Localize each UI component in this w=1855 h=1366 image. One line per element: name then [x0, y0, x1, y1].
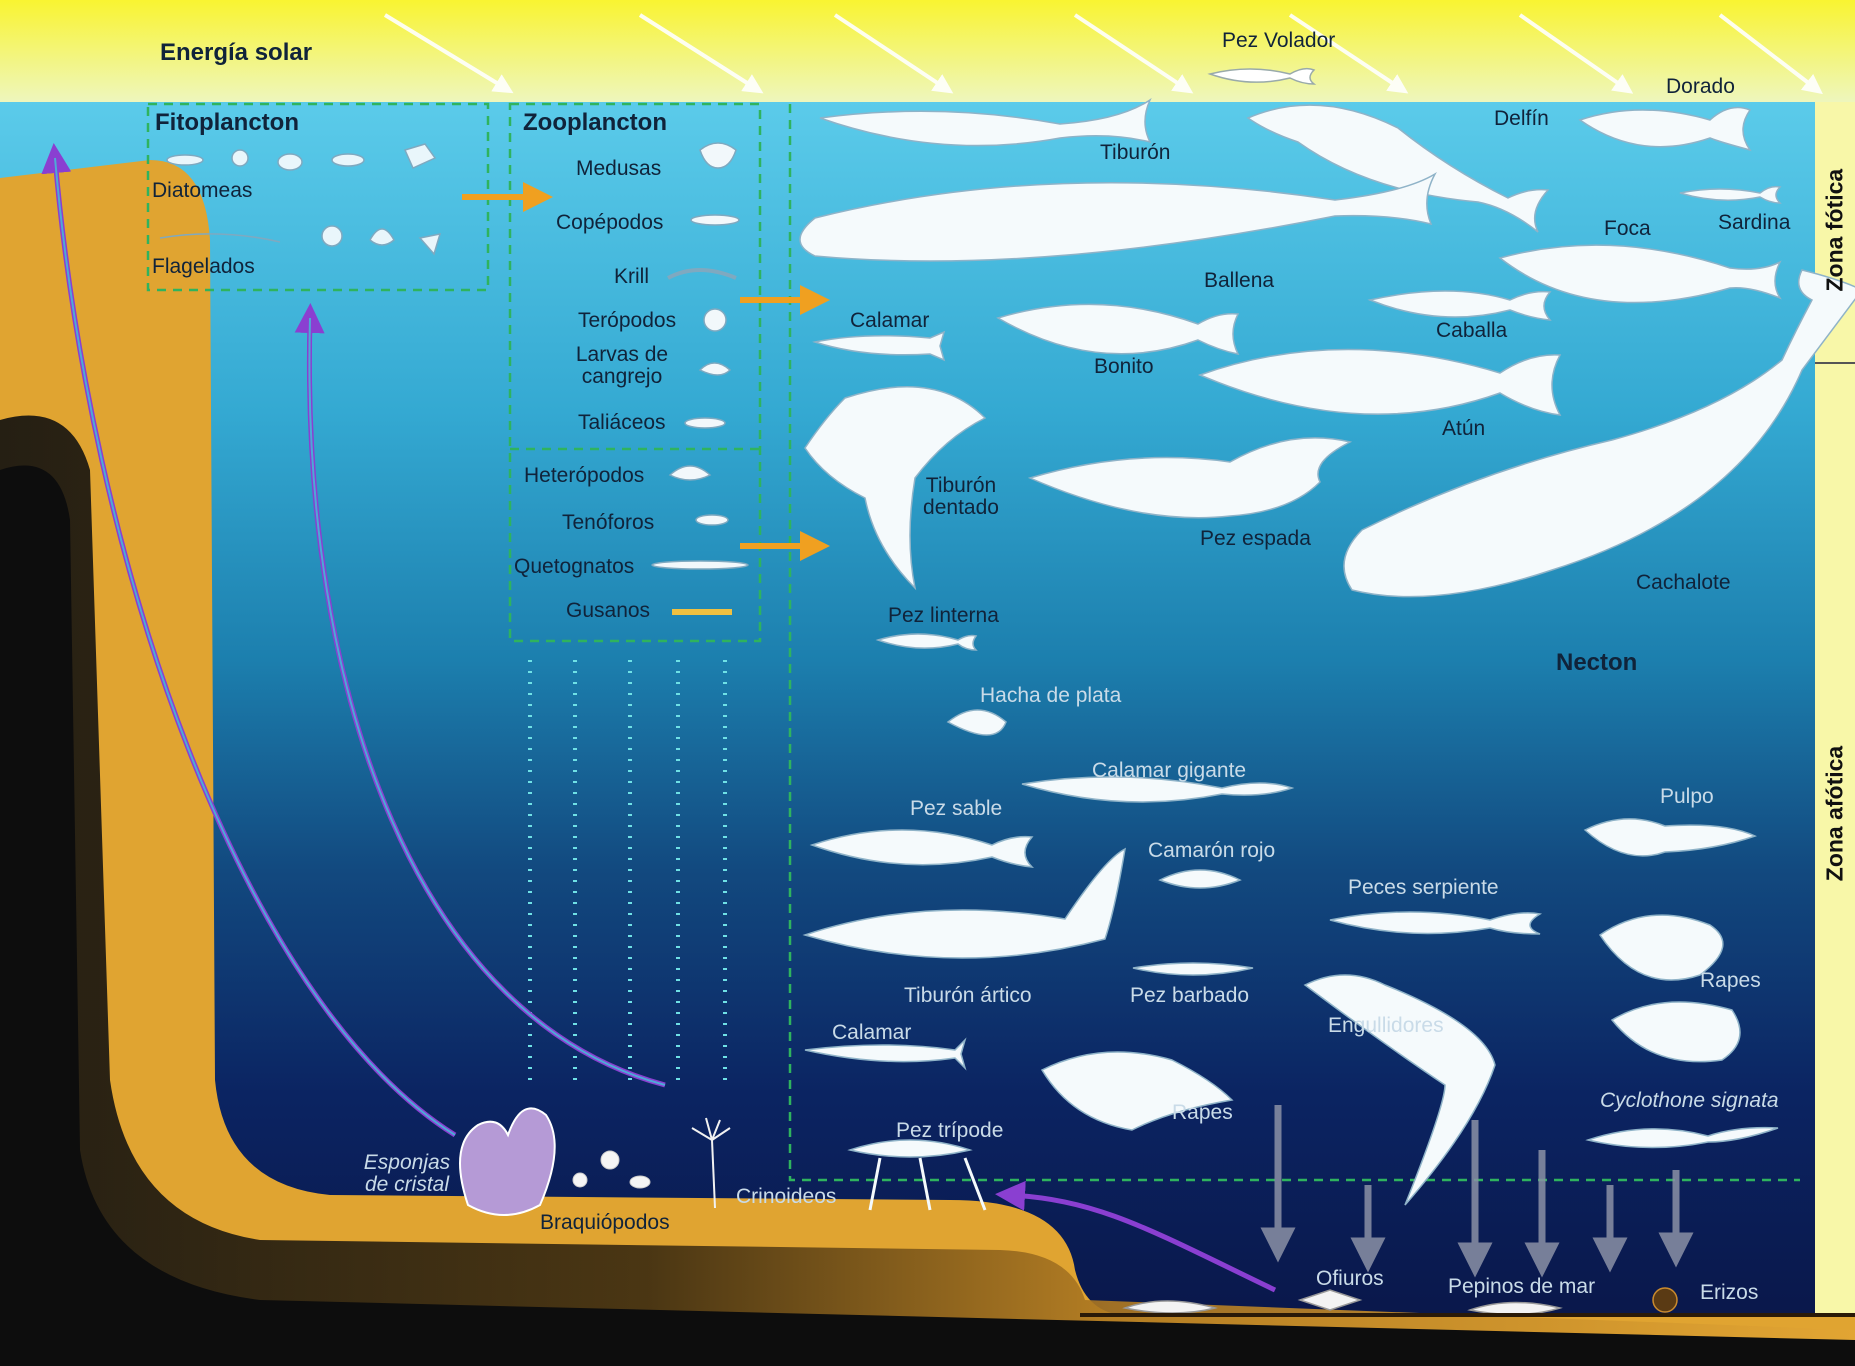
tripod-fish-label: Pez trípode — [896, 1120, 1003, 1142]
crab-larvae-label: Larvas de cangrejo — [566, 344, 678, 388]
pteropods-label: Terópodos — [578, 310, 676, 332]
dorado-label: Dorado — [1666, 76, 1735, 98]
dolphin-label: Delfín — [1494, 108, 1549, 130]
glass-sponges-label: Esponjas de cristal — [352, 1152, 462, 1196]
sperm-whale-label: Cachalote — [1636, 572, 1731, 594]
salps-label: Taliáceos — [578, 412, 666, 434]
shark-label: Tiburón — [1100, 142, 1170, 164]
hatchetfish-label: Hacha de plata — [980, 685, 1121, 707]
octopus-label: Pulpo — [1660, 786, 1714, 808]
nekton-title: Necton — [1556, 650, 1637, 675]
toothed-shark-label: Tiburón dentado — [916, 475, 1006, 519]
mackerel-label: Caballa — [1436, 320, 1507, 342]
tuna-label: Atún — [1442, 418, 1485, 440]
aphotic-zone-label: Zona afótica — [1822, 744, 1849, 884]
cyclothone-label: Cyclothone signata — [1600, 1090, 1779, 1112]
gulpers-label: Engullidores — [1328, 1015, 1444, 1037]
flying-fish-label: Pez Volador — [1222, 30, 1335, 52]
arctic-shark-label: Tiburón ártico — [904, 985, 1032, 1007]
sardine-label: Sardina — [1718, 212, 1790, 234]
seal-label: Foca — [1604, 218, 1651, 240]
squid-deep-label: Calamar — [832, 1022, 911, 1044]
barbeled-fish-label: Pez barbado — [1130, 985, 1249, 1007]
sablefish-label: Pez sable — [910, 798, 1002, 820]
solar-energy-label: Energía solar — [160, 40, 312, 65]
urchins-label: Erizos — [1700, 1282, 1758, 1304]
heteropods-label: Heterópodos — [524, 465, 644, 487]
photic-zone-label: Zona fótica — [1822, 172, 1849, 292]
snake-fish-label: Peces serpiente — [1348, 877, 1499, 899]
crinoids-label: Crinoideos — [736, 1186, 836, 1208]
sea-cucumbers-label: Pepinos de mar — [1448, 1276, 1595, 1298]
ctenophores-label: Tenóforos — [562, 512, 654, 534]
medusas-label: Medusas — [576, 158, 661, 180]
copepods-label: Copépodos — [556, 212, 663, 234]
zooplankton-title: Zooplancton — [523, 110, 667, 135]
giant-squid-label: Calamar gigante — [1092, 760, 1246, 782]
rapes-upper-label: Rapes — [1700, 970, 1761, 992]
worms-label: Gusanos — [566, 600, 650, 622]
phytoplankton-title: Fitoplancton — [155, 110, 299, 135]
lanternfish-label: Pez linterna — [888, 605, 999, 627]
swordfish-label: Pez espada — [1200, 528, 1311, 550]
diatoms-label: Diatomeas — [152, 180, 252, 202]
krill-label: Krill — [614, 266, 649, 288]
red-shrimp-label: Camarón rojo — [1148, 840, 1275, 862]
rapes-lower-label: Rapes — [1172, 1102, 1233, 1124]
brachiopods-label: Braquiópodos — [540, 1212, 670, 1234]
flagellates-label: Flagelados — [152, 256, 255, 278]
squid-photic-label: Calamar — [850, 310, 929, 332]
brittle-stars-label: Ofiuros — [1316, 1268, 1384, 1290]
bonito-label: Bonito — [1094, 356, 1154, 378]
whale-label: Ballena — [1204, 270, 1274, 292]
chaetognaths-label: Quetognatos — [514, 556, 634, 578]
